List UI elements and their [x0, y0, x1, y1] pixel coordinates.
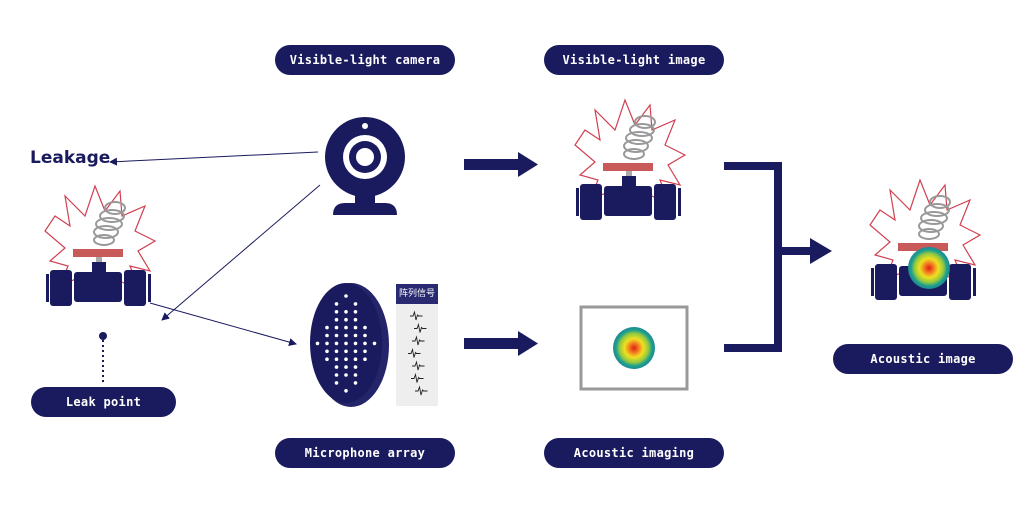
microphone-dot: [315, 341, 320, 346]
microphone-dot: [334, 325, 339, 330]
microphone-array-icon: [310, 283, 389, 407]
microphone-dot: [325, 325, 329, 330]
microphone-dot: [353, 341, 358, 346]
microphone-dot: [325, 333, 329, 338]
microphone-dot: [334, 302, 339, 306]
arrow-icon: [109, 151, 319, 166]
leak-point-dot: [99, 332, 107, 340]
signal-waveform-icon: [408, 310, 428, 396]
acoustic-image-label: Acoustic image: [833, 344, 1013, 374]
waveform-line: [415, 385, 428, 396]
microphone-dot: [372, 341, 377, 346]
array-signal-title: 阵列信号: [396, 284, 438, 304]
waveform-line: [412, 335, 425, 346]
microphone-dot: [344, 357, 348, 362]
microphone-dot: [334, 357, 339, 362]
microphone-dot: [363, 333, 367, 338]
microphone-dot: [353, 325, 358, 330]
microphone-array-label: Microphone array: [275, 438, 455, 468]
visible-light-camera-label: Visible-light camera: [275, 45, 455, 75]
microphone-dot: [344, 349, 348, 354]
leakage-label: Leakage: [30, 148, 111, 168]
microphone-dot: [334, 373, 339, 377]
visible-light-image-label: Visible-light image: [544, 45, 724, 75]
microphone-dot: [363, 349, 367, 354]
valve-icon: [574, 99, 686, 221]
microphone-dot: [353, 373, 358, 377]
microphone-dot: [334, 365, 339, 369]
waveform-line: [411, 372, 424, 383]
heatmap-icon: [613, 327, 655, 369]
arrow-icon: [161, 184, 321, 321]
microphone-dot: [353, 302, 358, 306]
microphone-dot: [334, 349, 339, 354]
microphone-dot: [353, 381, 358, 385]
microphone-dot: [353, 310, 358, 314]
valve-icon: [44, 185, 156, 307]
arrow-icon: [464, 152, 538, 356]
microphone-dot: [334, 381, 339, 385]
microphone-dot: [325, 349, 329, 354]
microphone-dot: [353, 357, 358, 362]
microphone-dot: [344, 310, 348, 314]
microphone-dot: [353, 365, 358, 369]
microphone-dot: [344, 341, 348, 346]
leak-point-label: Leak point: [31, 387, 176, 417]
microphone-dot: [344, 365, 348, 369]
microphone-dot: [344, 333, 348, 338]
microphone-dot: [344, 389, 348, 393]
microphone-dot: [363, 357, 367, 362]
microphone-dot: [344, 373, 348, 377]
microphone-dot: [344, 294, 348, 298]
waveform-line: [408, 347, 421, 358]
microphone-dot: [344, 325, 348, 330]
microphone-dot: [325, 341, 329, 346]
waveform-line: [410, 310, 423, 321]
microphone-dot: [334, 341, 339, 346]
heatmap-icon: [908, 247, 950, 289]
arrow-icon: [149, 302, 297, 346]
microphone-dot: [334, 310, 339, 314]
microphone-dot: [334, 333, 339, 338]
webcam-icon: [325, 117, 405, 215]
microphone-dot: [353, 333, 358, 338]
merge-bracket: [724, 162, 832, 352]
microphone-dot: [353, 317, 358, 322]
microphone-dot: [325, 357, 329, 362]
microphone-dot: [344, 317, 348, 322]
waveform-line: [414, 322, 427, 333]
microphone-dot: [363, 325, 367, 330]
microphone-dot: [353, 349, 358, 354]
microphone-dot: [334, 317, 339, 322]
waveform-line: [412, 360, 425, 371]
array-signal-panel: 阵列信号: [396, 284, 438, 406]
microphone-dot: [363, 341, 367, 346]
acoustic-imaging-label: Acoustic imaging: [544, 438, 724, 468]
